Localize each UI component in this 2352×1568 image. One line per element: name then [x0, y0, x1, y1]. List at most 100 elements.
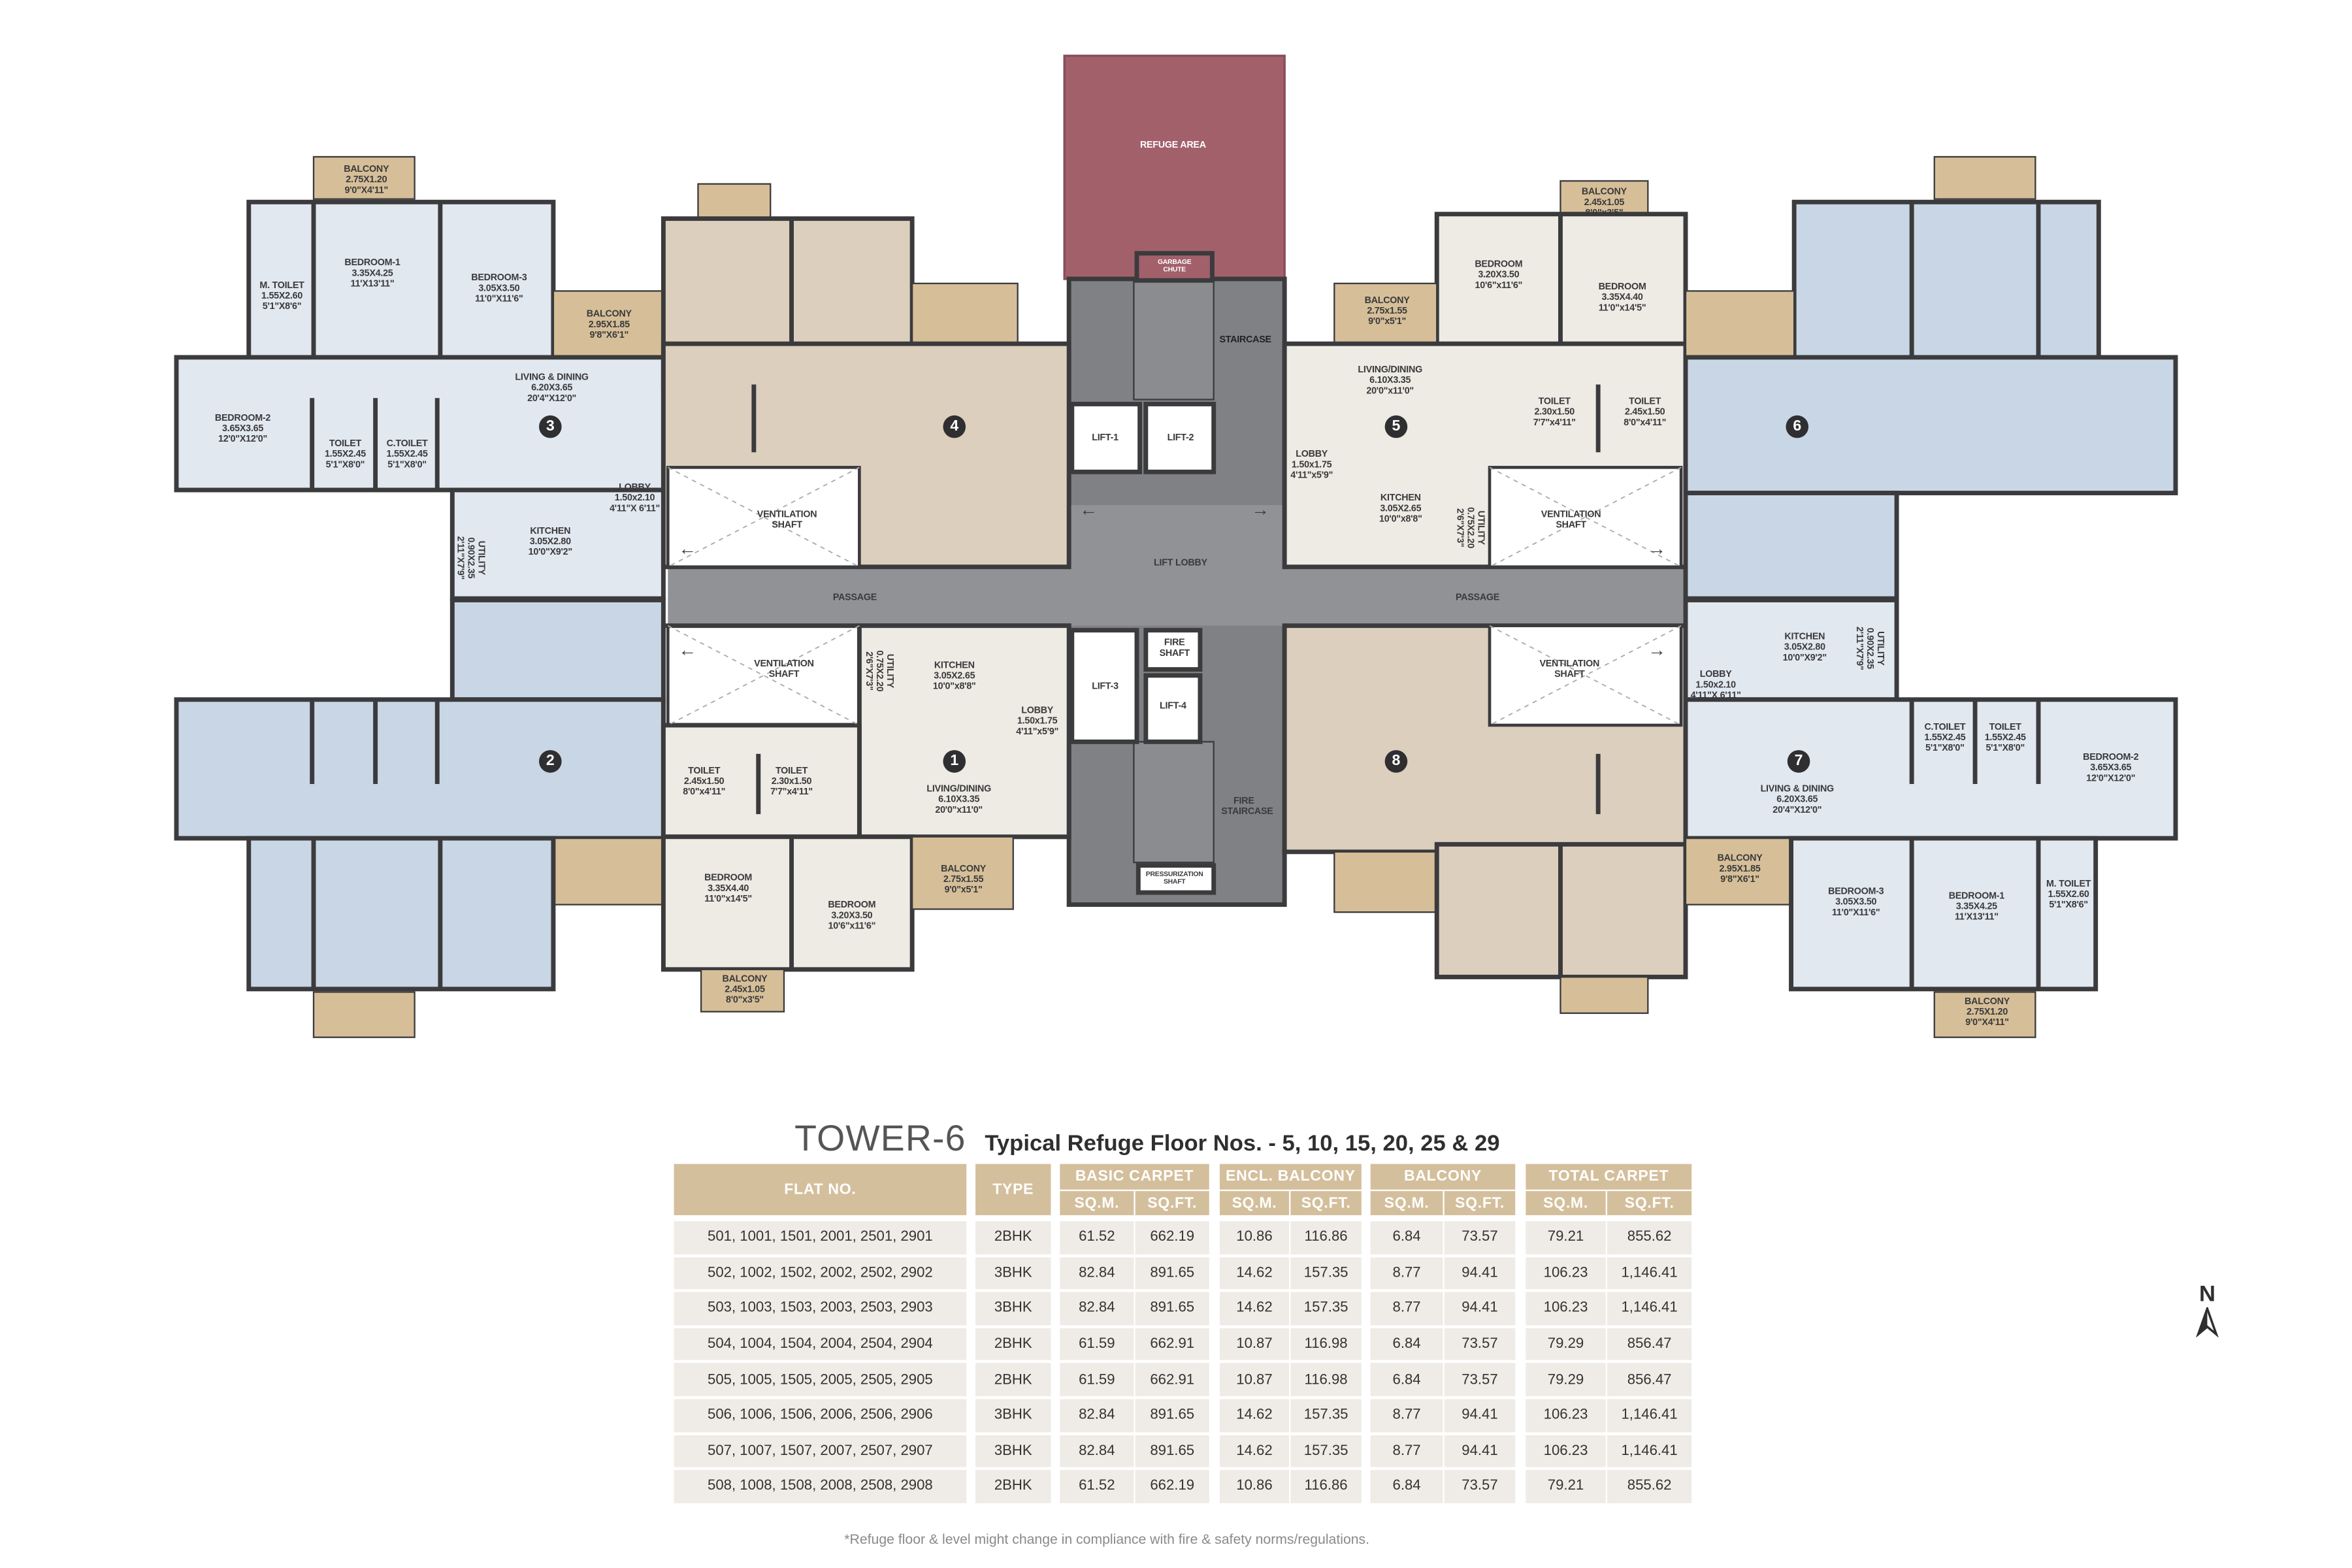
passage-label-east: PASSAGE — [1455, 592, 1500, 604]
ventilation-shaft-ne — [1488, 466, 1683, 568]
north-indicator: N — [2189, 1282, 2225, 1345]
room-metric: 2.45x1.50 — [1624, 407, 1665, 418]
unit-7-bedrooms — [1789, 836, 2099, 992]
cell-balcony-sqft: 94.41 — [1444, 1434, 1516, 1467]
room-metric: 3.35X4.40 — [708, 883, 749, 894]
header-unit-sqm: SQ.M. — [1370, 1191, 1443, 1215]
unit-4-balcony-side — [911, 282, 1019, 345]
room-metric: 3.05X2.65 — [934, 670, 975, 682]
cell-total-carpet-sqm: 106.23 — [1526, 1292, 1606, 1325]
unit-badge-5: 5 — [1384, 415, 1408, 438]
unit-4-balcony — [697, 183, 772, 221]
unit-6-balcony-side — [1684, 290, 1795, 359]
cell-basic-carpet-sqm: 82.84 — [1060, 1434, 1134, 1467]
room-name: KITCHEN — [1784, 631, 1825, 643]
unit-2-balcony-bottom — [312, 991, 416, 1038]
cell-total-carpet-sqm: 79.29 — [1526, 1328, 1606, 1361]
cell-encl-balcony-sqm: 10.86 — [1219, 1221, 1290, 1254]
header-type: TYPE — [975, 1164, 1051, 1215]
lobby-arrow-icon: ← — [1079, 499, 1098, 519]
room-name: M. TOILET — [2046, 879, 2091, 890]
room-name: LOBBY — [1021, 705, 1054, 717]
unit-3-bedrooms — [246, 199, 556, 361]
room-imperial: 9'8"X6'1" — [1720, 874, 1759, 885]
unit-8-balcony-bottom — [1560, 976, 1649, 1014]
room-metric: 2.30x1.50 — [771, 776, 812, 787]
room-metric: 3.05X2.80 — [529, 536, 571, 547]
pressurization-shaft-label: PRESSURIZATION SHAFT — [1145, 870, 1203, 885]
cell-total-carpet-sqm: 106.23 — [1526, 1434, 1606, 1467]
room-name: KITCHEN — [1380, 493, 1421, 504]
room-imperial: 8'0"x4'11" — [1624, 417, 1667, 429]
room-imperial: 11'0"x14'5" — [704, 894, 752, 905]
room-name: UTILITY — [884, 653, 895, 689]
unit-3-balcony-side — [552, 290, 664, 359]
room-name: TOILET — [329, 438, 362, 449]
cell-balcony-sqm: 6.84 — [1370, 1328, 1443, 1361]
header-unit-sqm: SQ.M. — [1219, 1191, 1290, 1215]
room-metric: 6.10X3.35 — [938, 794, 980, 806]
cell-basic-carpet-sqm: 82.84 — [1060, 1292, 1134, 1325]
room-metric: 3.20X3.50 — [1478, 270, 1520, 281]
room-name: KITCHEN — [934, 660, 975, 671]
room-metric: 3.05X2.80 — [1784, 642, 1825, 653]
cell-flat-no: 506, 1006, 1506, 2006, 2506, 2906 — [674, 1399, 967, 1432]
room-name: BEDROOM — [1598, 282, 1646, 293]
room-name: TOILET — [688, 766, 721, 777]
lift-1-shaft — [1070, 401, 1143, 474]
passage-label-west: PASSAGE — [832, 592, 877, 604]
cell-balcony-sqm: 8.77 — [1370, 1399, 1443, 1432]
lift-3-shaft — [1070, 628, 1139, 744]
room-name: LOBBY — [1296, 449, 1328, 460]
room-imperial: 11'0"X11'6" — [1832, 907, 1880, 919]
cell-total-carpet-sqm: 79.29 — [1526, 1364, 1606, 1396]
room-name: UTILITY — [1874, 631, 1886, 666]
unit-3-balcony-top — [312, 155, 416, 200]
room-imperial: 20'4"X12'0" — [527, 393, 577, 404]
room-name: TOILET — [775, 766, 808, 777]
room-imperial: 10'6"x11'6" — [828, 921, 876, 932]
room-imperial: 10'0"X9'2" — [1782, 653, 1827, 664]
cell-basic-carpet-sqft: 662.19 — [1135, 1221, 1209, 1254]
unit-2-living — [174, 697, 666, 841]
room-name: BEDROOM-3 — [1828, 886, 1884, 898]
room-name: BEDROOM — [1475, 259, 1523, 270]
room-imperial: 10'0"x8'8" — [1379, 514, 1422, 525]
unit-6-kitchen — [1683, 491, 1899, 601]
passage-arrow-icon: → — [1648, 640, 1666, 660]
room-name: UTILITY — [476, 540, 487, 576]
cell-balcony-sqft: 73.57 — [1444, 1470, 1516, 1503]
unit-3-living — [174, 355, 666, 493]
header-unit-sqm: SQ.M. — [1526, 1191, 1606, 1215]
room-metric: 3.65X3.65 — [2090, 762, 2132, 774]
ventilation-shaft-label: VENTILATION SHAFT — [757, 509, 817, 531]
cell-type: 2BHK — [975, 1328, 1051, 1361]
room-imperial: 2'11"X7'9" — [454, 536, 465, 580]
room-imperial: 7'7"x4'11" — [1533, 417, 1576, 429]
room-imperial: 11'0"X11'6" — [475, 293, 523, 305]
cell-flat-no: 503, 1003, 1503, 2003, 2503, 2903 — [674, 1292, 967, 1325]
room-name: BALCONY — [1717, 853, 1763, 864]
room-imperial: 2'6"X7'3" — [1454, 508, 1465, 547]
room-metric: 1.50x2.10 — [614, 493, 655, 504]
room-name: BEDROOM-1 — [1948, 890, 2004, 902]
fire-staircase — [1133, 741, 1215, 864]
room-name: BEDROOM — [704, 873, 753, 884]
